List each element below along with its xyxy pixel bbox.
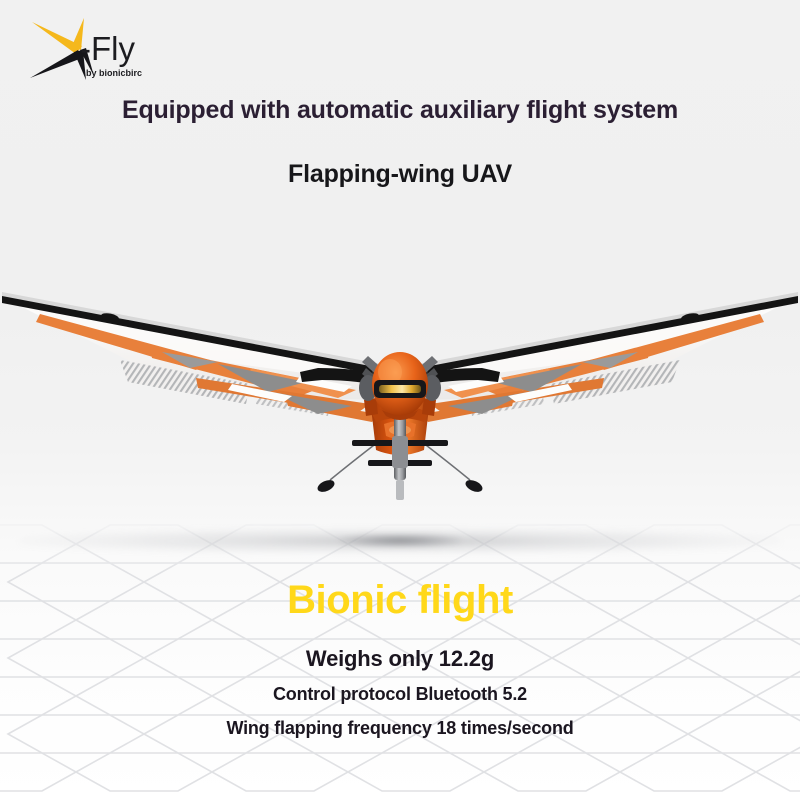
tail-boom (352, 414, 448, 500)
page-subheadline: Flapping-wing UAV (288, 160, 512, 188)
spec-item-frequency: Wing flapping frequency 18 times/second (226, 718, 574, 738)
uav-illustration (0, 264, 800, 514)
brand-name: -Fly (80, 30, 135, 67)
left-foot (317, 480, 335, 492)
page-headline: Equipped with automatic auxiliary flight… (122, 96, 678, 124)
feature-title: Bionic flight (287, 578, 513, 622)
spec-item-protocol: Control protocol Bluetooth 5.2 (273, 684, 527, 704)
ground-shadow (20, 528, 780, 554)
spec-list: Weighs only 12.2g Control protocol Bluet… (0, 646, 800, 739)
visor-glow (379, 385, 421, 393)
left-wing (2, 292, 392, 422)
x-fly-star-logo-icon (30, 18, 94, 80)
brand-logo: -Fly by bionicbirc (24, 16, 154, 84)
right-wing (408, 292, 798, 422)
ground-shadow-core (340, 534, 460, 547)
right-foot (465, 480, 483, 492)
spec-item-weight: Weighs only 12.2g (305, 646, 495, 671)
brand-tagline: by bionicbirc (86, 68, 142, 78)
uav-head (359, 352, 441, 420)
